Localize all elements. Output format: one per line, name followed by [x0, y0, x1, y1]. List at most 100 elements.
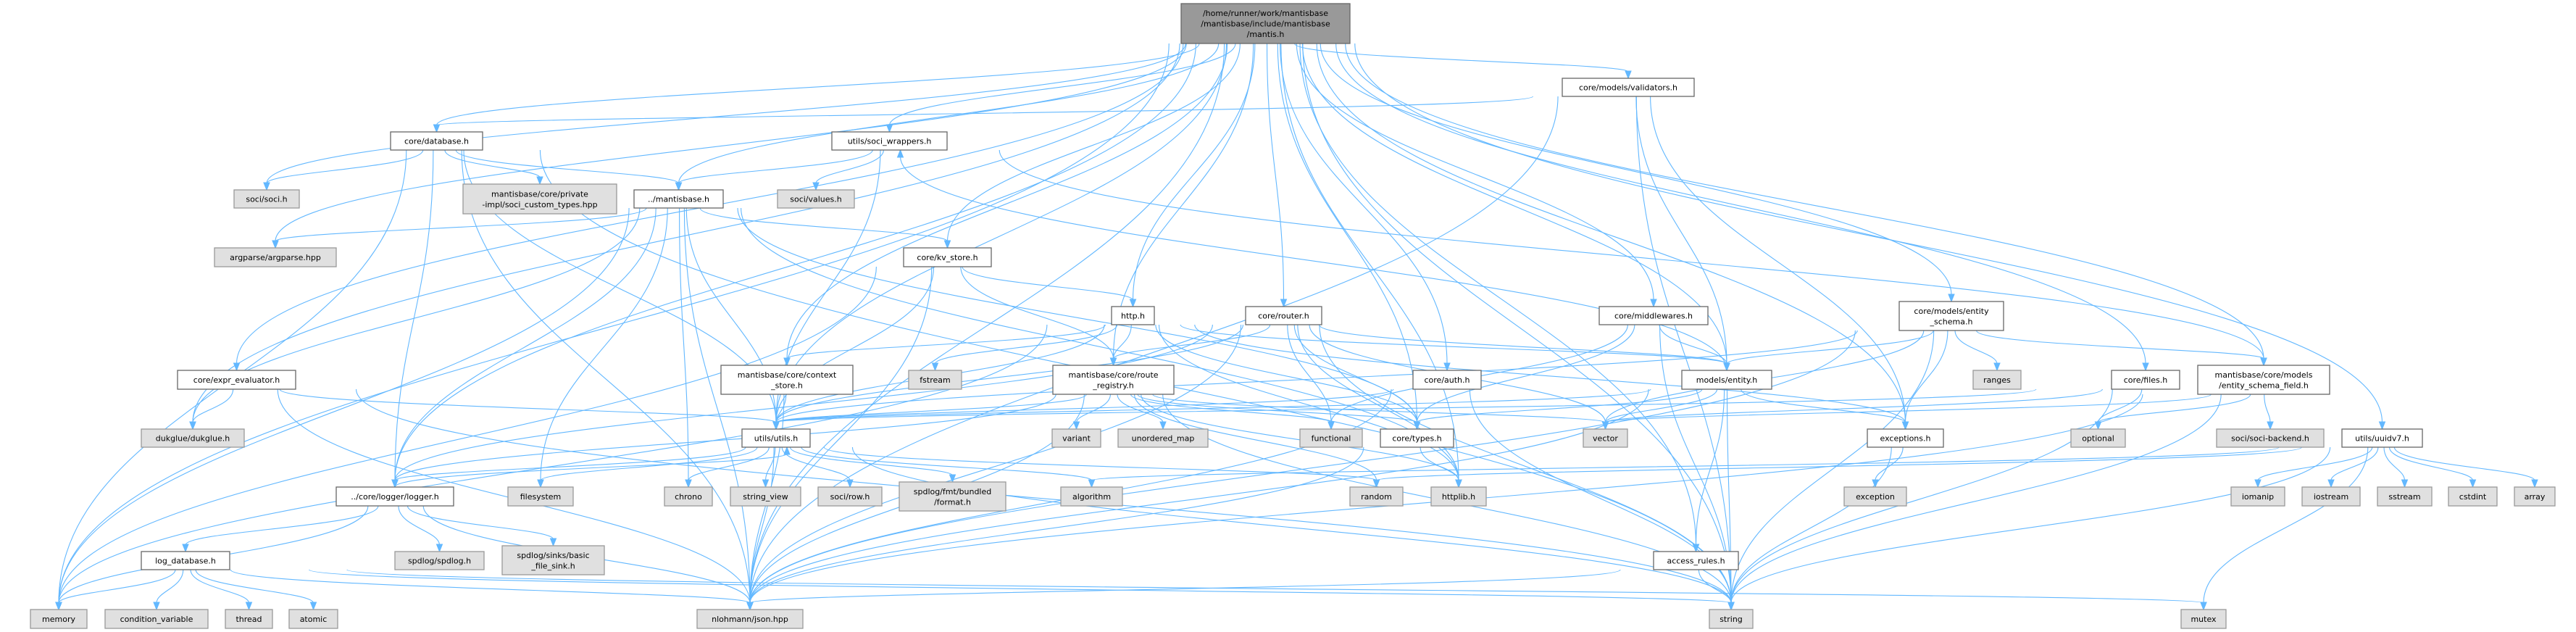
edge-root-to-exceptions	[1316, 43, 1906, 423]
node-argparse[interactable]: argparse/argparse.hpp	[214, 247, 337, 267]
node-label: ../mantisbase.h	[648, 195, 709, 204]
edge-expr-to-utils	[279, 388, 777, 423]
arrowhead-icon	[1280, 299, 1288, 308]
node-middlewares[interactable]: core/middlewares.h	[1598, 306, 1709, 325]
node-cstdint[interactable]: cstdint	[2448, 486, 2498, 507]
node-soci-values[interactable]: soci/values.h	[777, 189, 855, 209]
node-soci-backend[interactable]: soci/soci-backend.h	[2216, 428, 2325, 448]
node-format[interactable]: spdlog/fmt/bundled/format.h	[899, 481, 1006, 512]
node-auth[interactable]: core/auth.h	[1412, 370, 1482, 390]
edge-mantisbase_h-to-logger	[394, 207, 656, 481]
node-expr[interactable]: core/expr_evaluator.h	[177, 370, 296, 390]
node-unordered-map[interactable]: unordered_map	[1117, 428, 1209, 448]
edge-kv_store-to-http	[962, 266, 1134, 301]
edge-utils-to-string_view	[764, 446, 776, 481]
node-label: ../core/logger/logger.h	[351, 492, 439, 502]
node-http[interactable]: http.h	[1111, 306, 1155, 325]
edge-root-to-uuidv7	[1354, 43, 2383, 423]
edge-log_database-to-atomic	[195, 569, 314, 604]
arrowhead-icon	[2260, 357, 2267, 367]
node-root[interactable]: /home/runner/work/mantisbase/mantisbase/…	[1180, 3, 1351, 44]
node-label: core/types.h	[1392, 434, 1441, 444]
node-utils[interactable]: utils/utils.h	[741, 428, 811, 448]
node-mutex[interactable]: mutex	[2180, 609, 2227, 629]
node-string[interactable]: string	[1709, 609, 1754, 629]
node-exception[interactable]: exception	[1843, 486, 1907, 507]
node-random[interactable]: random	[1349, 486, 1404, 507]
node-soci-row[interactable]: soci/row.h	[817, 486, 883, 507]
edge-esf-to-string	[1730, 394, 2222, 604]
node-iostream[interactable]: iostream	[2301, 486, 2361, 507]
arrowhead-icon	[263, 182, 270, 191]
edge-entity_schema-to-entity	[1726, 330, 1934, 365]
arrowhead-icon	[1129, 299, 1137, 308]
node-box	[777, 189, 855, 209]
arrowhead-icon	[1692, 544, 1700, 553]
edge-files-to-string	[1730, 388, 2113, 604]
arrowhead-icon	[433, 124, 441, 133]
node-log-database[interactable]: log_database.h	[141, 551, 230, 570]
node-label: /format.h	[934, 497, 971, 507]
arrowhead-icon	[783, 446, 791, 455]
node-uuidv7[interactable]: utils/uuidv7.h	[2341, 428, 2423, 448]
node-chrono[interactable]: chrono	[664, 486, 713, 507]
node-variant[interactable]: variant	[1051, 428, 1101, 448]
edge-utils-to-algorithm	[801, 446, 1093, 481]
node-filesystem[interactable]: filesystem	[507, 486, 574, 507]
arrowhead-icon	[896, 149, 904, 158]
arrowhead-icon	[1372, 479, 1380, 488]
arrowhead-icon	[2254, 479, 2262, 488]
node-soci-wrappers[interactable]: utils/soci_wrappers.h	[831, 131, 948, 151]
edge-esf-to-vector	[1604, 394, 2212, 423]
node-route-registry[interactable]: mantisbase/core/route_registry.h	[1052, 365, 1175, 395]
node-esf[interactable]: mantisbase/core/models/entity_schema_fie…	[2197, 365, 2330, 395]
node-spdlog[interactable]: spdlog/spdlog.h	[394, 551, 485, 570]
edge-log_database-to-string	[309, 569, 1732, 604]
edge-entity-to-string	[1726, 388, 1732, 604]
node-soci-custom[interactable]: mantisbase/core/private-impl/soci_custom…	[462, 183, 617, 215]
node-sstream[interactable]: sstream	[2377, 486, 2433, 507]
node-dukglue[interactable]: dukglue/dukglue.h	[141, 428, 245, 448]
node-mantisbase-h[interactable]: ../mantisbase.h	[633, 189, 724, 209]
node-basic-file-sink[interactable]: spdlog/sinks/basic_file_sink.h	[501, 545, 605, 575]
node-label: -impl/soci_custom_types.hpp	[482, 200, 597, 209]
edge-route_registry-to-types	[1137, 394, 1418, 423]
node-iomanip[interactable]: iomanip	[2230, 486, 2285, 507]
node-array[interactable]: array	[2514, 486, 2556, 507]
node-json[interactable]: nlohmann/json.hpp	[696, 609, 804, 629]
node-ranges[interactable]: ranges	[1972, 370, 2022, 390]
node-kv-store[interactable]: core/kv_store.h	[903, 247, 992, 267]
edge-route_registry-to-utils	[775, 394, 1087, 423]
edge-root-to-entity_schema	[1320, 43, 1952, 296]
node-label: argparse/argparse.hpp	[230, 253, 321, 262]
node-fstream[interactable]: fstream	[908, 370, 962, 390]
edge-http-to-entity	[1180, 324, 1727, 365]
edge-kv_store-to-utils	[775, 266, 935, 423]
arrowhead-icon	[1443, 362, 1451, 372]
node-httplib[interactable]: httplib.h	[1430, 486, 1487, 507]
node-optional[interactable]: optional	[2070, 428, 2126, 448]
edge-http-to-httplib	[1158, 324, 1459, 481]
node-files[interactable]: core/files.h	[2111, 370, 2180, 390]
node-access-rules[interactable]: access_rules.h	[1653, 551, 1739, 570]
node-condition-variable[interactable]: condition_variable	[104, 609, 209, 629]
node-thread[interactable]: thread	[225, 609, 273, 629]
node-atomic[interactable]: atomic	[288, 609, 338, 629]
node-types[interactable]: core/types.h	[1380, 428, 1454, 448]
edge-root-to-argparse	[275, 43, 1187, 242]
node-algorithm[interactable]: algorithm	[1060, 486, 1123, 507]
node-entity[interactable]: models/entity.h	[1681, 370, 1772, 390]
node-database[interactable]: core/database.h	[390, 131, 483, 151]
node-logger[interactable]: ../core/logger/logger.h	[335, 486, 454, 507]
node-functional[interactable]: functional	[1299, 428, 1363, 448]
node-string-view[interactable]: string_view	[730, 486, 801, 507]
node-memory[interactable]: memory	[30, 609, 88, 629]
node-soci-h[interactable]: soci/soci.h	[233, 189, 300, 209]
node-validators[interactable]: core/models/validators.h	[1562, 78, 1695, 97]
node-entity-schema[interactable]: core/models/entity_schema.h	[1898, 301, 2004, 331]
node-router[interactable]: core/router.h	[1245, 306, 1322, 325]
arrowhead-icon	[1872, 479, 1879, 488]
node-vector[interactable]: vector	[1583, 428, 1628, 448]
node-context-store[interactable]: mantisbase/core/context_store.h	[720, 365, 854, 395]
node-exceptions[interactable]: exceptions.h	[1867, 428, 1944, 448]
